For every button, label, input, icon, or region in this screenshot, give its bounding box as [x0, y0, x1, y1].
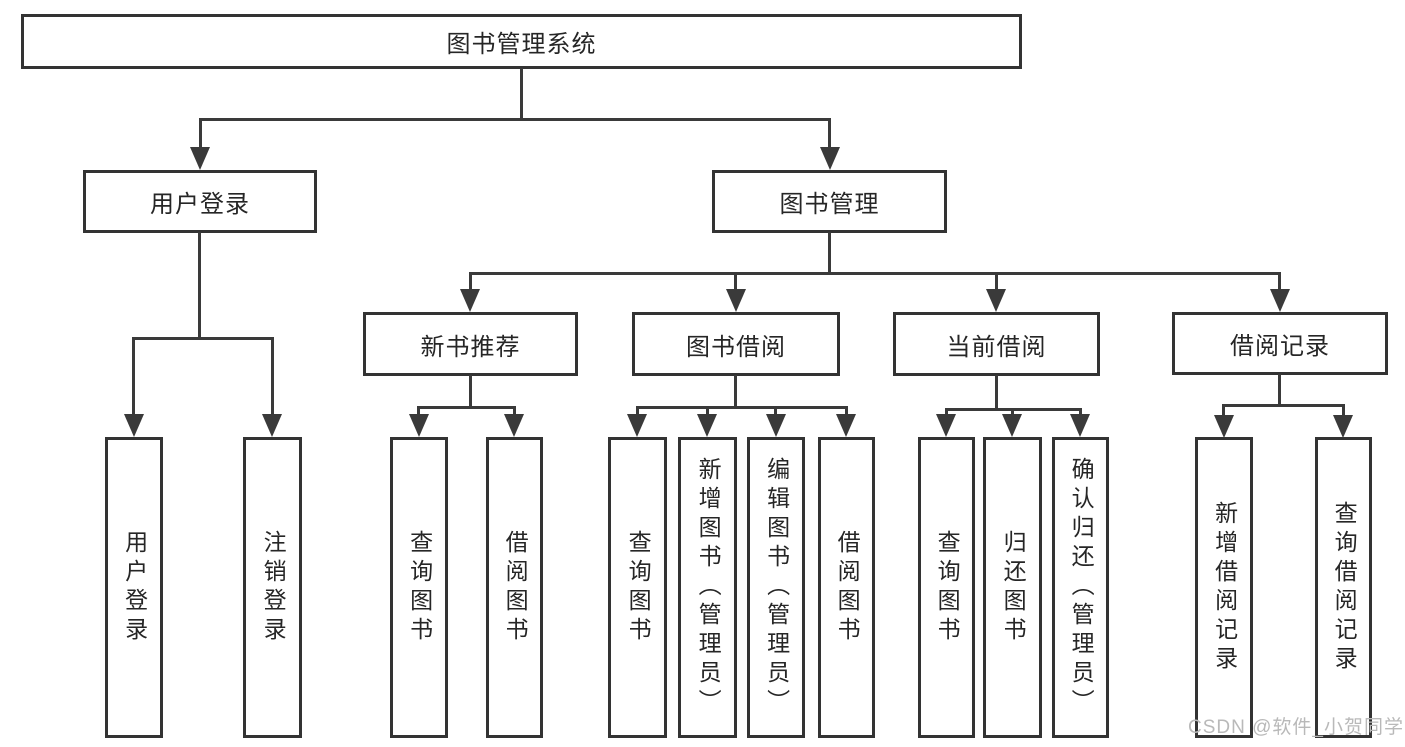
connector-borrow-stem-2	[706, 408, 709, 416]
connector-record-stem-1	[1222, 406, 1225, 416]
leaf-current-query-book: 查询图书	[918, 437, 975, 738]
node-book-borrow: 图书借阅	[632, 312, 840, 376]
leaf-add-book-admin-label: 新增图书（管理员）	[695, 457, 722, 718]
node-root: 图书管理系统	[21, 14, 1022, 69]
connector-user-login-stem-left	[132, 339, 135, 415]
leaf-recommend-borrow-book: 借阅图书	[486, 437, 543, 738]
connector-bm-stem-2	[734, 272, 737, 290]
connector-recommend-trunk	[469, 375, 472, 408]
leaf-current-query-book-label: 查询图书	[934, 529, 961, 646]
arrowhead-borrow-edit-icon	[766, 414, 786, 437]
node-book-management: 图书管理	[712, 170, 947, 233]
watermark: CSDN @软件_小贺同学	[1188, 717, 1404, 738]
node-borrow-record: 借阅记录	[1172, 312, 1388, 375]
leaf-recommend-query-book: 查询图书	[390, 437, 448, 738]
connector-current-stem-1	[945, 410, 948, 416]
leaf-add-book-admin: 新增图书（管理员）	[678, 437, 737, 738]
leaf-recommend-query-book-label: 查询图书	[406, 529, 433, 646]
connector-record-trunk	[1278, 374, 1281, 407]
connector-book-management-trunk	[828, 232, 831, 274]
arrowhead-borrow-borrow-icon	[836, 414, 856, 437]
leaf-confirm-return-admin-label: 确认归还（管理员）	[1068, 457, 1095, 718]
connector-current-rail	[945, 408, 1082, 411]
arrowhead-current-query-icon	[936, 414, 956, 437]
arrowhead-to-book-borrow-icon	[726, 289, 746, 312]
connector-bm-stem-3	[995, 272, 998, 290]
leaf-logout-label: 注销登录	[260, 529, 287, 646]
connector-recommend-rail	[417, 406, 516, 409]
arrowhead-current-return-icon	[1002, 414, 1022, 437]
connector-current-stem-3	[1079, 410, 1082, 416]
arrowhead-to-borrow-record-icon	[1270, 289, 1290, 312]
connector-root-stem-left	[199, 118, 202, 150]
leaf-borrow-book: 借阅图书	[818, 437, 875, 738]
arrowhead-record-query-icon	[1333, 415, 1353, 438]
node-book-borrow-label: 图书借阅	[686, 333, 786, 361]
connector-current-trunk	[995, 375, 998, 410]
arrowhead-to-leaf-logout-icon	[262, 414, 282, 437]
node-current-borrow: 当前借阅	[893, 312, 1100, 376]
leaf-borrow-book-label: 借阅图书	[834, 529, 861, 646]
connector-current-stem-2	[1011, 410, 1014, 416]
connector-borrow-stem-1	[636, 408, 639, 416]
connector-borrow-rail	[636, 406, 848, 409]
connector-bm-stem-4	[1278, 272, 1281, 290]
node-root-label: 图书管理系统	[446, 31, 597, 58]
connector-borrow-stem-4	[845, 408, 848, 416]
connector-record-rail	[1222, 404, 1345, 407]
arrowhead-current-confirm-icon	[1070, 414, 1090, 437]
connector-bm-stem-1	[469, 272, 472, 290]
arrowhead-to-book-management-icon	[820, 147, 840, 170]
leaf-user-login: 用户登录	[105, 437, 163, 738]
connector-record-stem-2	[1342, 406, 1345, 416]
arrowhead-to-current-borrow-icon	[986, 289, 1006, 312]
connector-recommend-stem-1	[417, 408, 420, 416]
arrowhead-recommend-borrow-icon	[504, 414, 524, 437]
arrowhead-recommend-query-icon	[409, 414, 429, 437]
node-borrow-record-label: 借阅记录	[1230, 333, 1330, 360]
arrowhead-borrow-query-icon	[627, 414, 647, 437]
leaf-query-borrow-record: 查询借阅记录	[1315, 437, 1372, 738]
leaf-query-borrow-record-label: 查询借阅记录	[1331, 500, 1358, 675]
connector-root-trunk	[520, 68, 523, 120]
node-user-login-label: 用户登录	[150, 191, 250, 218]
node-current-borrow-label: 当前借阅	[946, 333, 1047, 361]
arrowhead-to-new-book-recommend-icon	[460, 289, 480, 312]
node-user-login: 用户登录	[83, 170, 317, 233]
arrowhead-borrow-add-icon	[697, 414, 717, 437]
leaf-return-book-label: 归还图书	[1000, 529, 1027, 646]
connector-user-login-stem-right	[271, 339, 274, 415]
leaf-borrow-query-book: 查询图书	[608, 437, 667, 738]
arrowhead-to-leaf-user-login-icon	[124, 414, 144, 437]
connector-root-rail	[199, 118, 830, 121]
connector-book-management-rail	[469, 272, 1281, 275]
leaf-edit-book-admin-label: 编辑图书（管理员）	[763, 457, 790, 718]
leaf-confirm-return-admin: 确认归还（管理员）	[1052, 437, 1109, 738]
arrowhead-to-user-login-icon	[190, 147, 210, 170]
leaf-user-login-label: 用户登录	[121, 529, 148, 646]
connector-borrow-trunk	[734, 375, 737, 408]
node-book-management-label: 图书管理	[779, 191, 880, 218]
leaf-add-borrow-record-label: 新增借阅记录	[1211, 500, 1238, 675]
leaf-add-borrow-record: 新增借阅记录	[1195, 437, 1253, 738]
leaf-borrow-query-book-label: 查询图书	[625, 529, 652, 646]
connector-user-login-rail	[132, 337, 274, 340]
node-new-book-recommend-label: 新书推荐	[420, 333, 521, 361]
connector-recommend-stem-2	[513, 408, 516, 416]
leaf-recommend-borrow-book-label: 借阅图书	[502, 529, 529, 646]
connector-borrow-stem-3	[774, 408, 777, 416]
connector-root-stem-right	[828, 118, 831, 150]
node-new-book-recommend: 新书推荐	[363, 312, 578, 376]
arrowhead-record-add-icon	[1214, 415, 1234, 438]
leaf-return-book: 归还图书	[983, 437, 1042, 738]
connector-user-login-trunk	[198, 232, 201, 340]
leaf-edit-book-admin: 编辑图书（管理员）	[747, 437, 805, 738]
leaf-logout: 注销登录	[243, 437, 302, 738]
